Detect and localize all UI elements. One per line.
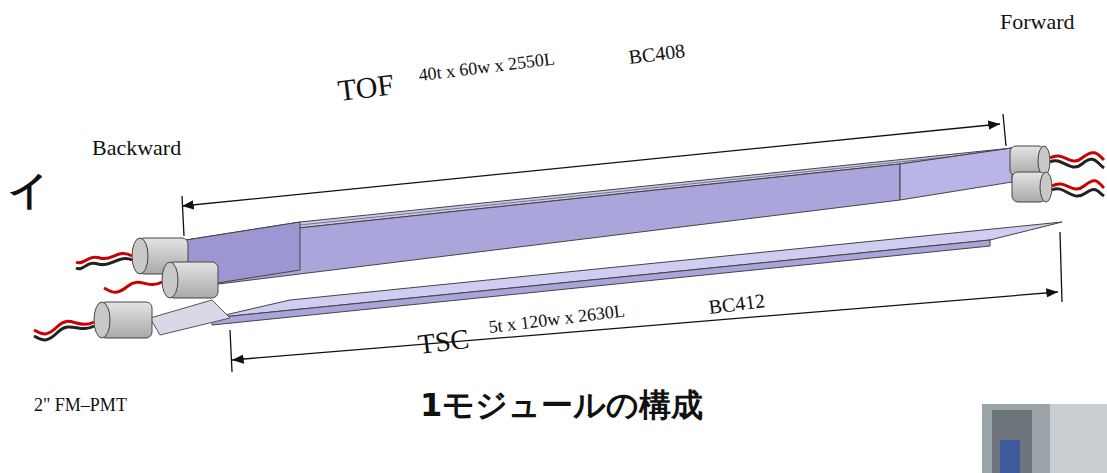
- material-name: BC412: [707, 289, 766, 318]
- cable: [34, 153, 1104, 340]
- caption: 1モジュールの構成: [420, 388, 703, 423]
- tof-bar: [186, 148, 1012, 288]
- photo: [982, 404, 1107, 473]
- pmt-label: 2" FM–PMT: [34, 396, 127, 416]
- pmt: [94, 238, 218, 338]
- dimension-text: 5t x 120w x 2630L: [488, 301, 626, 337]
- part-name: TOF: [336, 67, 396, 107]
- dimension-line: [182, 114, 1062, 372]
- direction-label: Forward: [1000, 10, 1075, 34]
- material-name: BC408: [627, 39, 686, 68]
- direction-label: Backward: [92, 136, 181, 160]
- part-name: TSC: [416, 324, 471, 361]
- cropped-heading: イ: [8, 168, 49, 212]
- pmt: [1010, 146, 1052, 202]
- light-guide: [150, 300, 230, 335]
- dimension-text: 40t x 60w x 2550L: [418, 49, 556, 85]
